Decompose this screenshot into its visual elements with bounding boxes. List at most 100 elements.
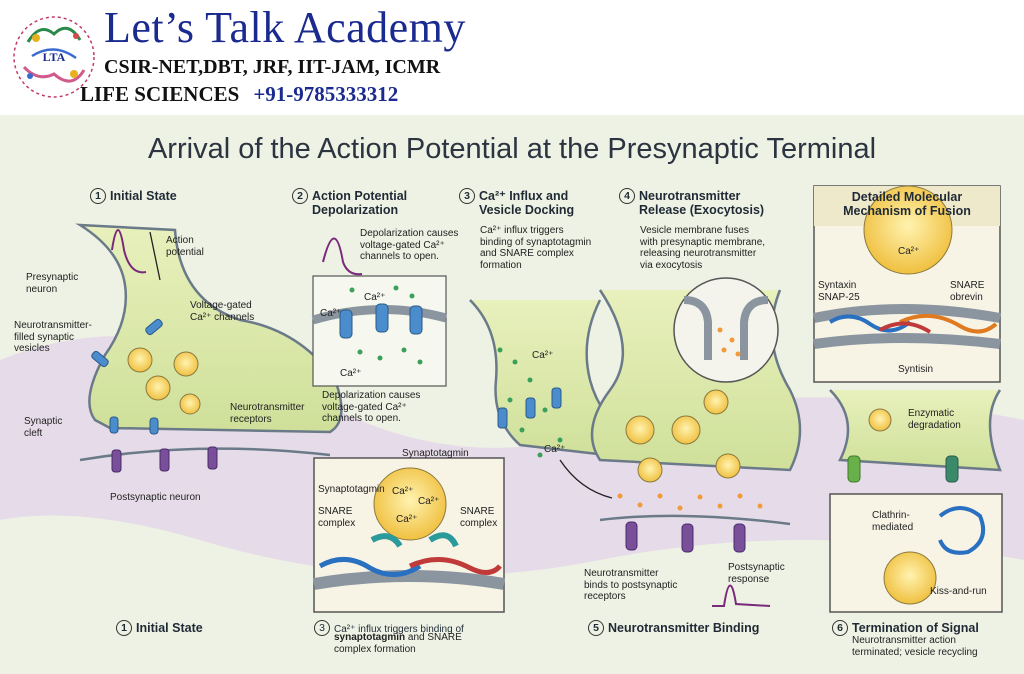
p3-4: formation [480, 259, 522, 271]
step3-heading: 3 Ca²⁺ Influx and [459, 188, 568, 204]
snare-synaptotagmin-top: Synaptotagmin [402, 448, 469, 459]
panel3-channels [497, 387, 562, 429]
step3b-caption-d: complex formation [334, 644, 416, 655]
panel2-ion-1: Ca²⁺ [320, 308, 342, 319]
step1-number: 1 [90, 188, 106, 204]
step3b-caption-bold: synaptotagmin [334, 632, 406, 643]
brand-title: Let’s Talk Academy [104, 3, 466, 52]
p6-cla-1: Clathrin- [872, 510, 910, 521]
label-vg-1: Voltage-gated [190, 300, 252, 311]
p5-binds-2: binds to postsynaptic [584, 579, 678, 591]
fusion-pore [683, 296, 769, 360]
panel2-channels [339, 303, 423, 339]
postsynaptic-response-trace [712, 584, 771, 607]
panel6-kiss-run: Kiss-and-run [930, 586, 987, 597]
step6-label: Termination of Signal [852, 621, 979, 635]
label-ves-2: filled synaptic [14, 331, 75, 343]
fusion-membrane-top [812, 304, 1001, 323]
p2-bot-3: channels to open. [322, 413, 401, 424]
step4-label-a: Neurotransmitter [639, 189, 741, 203]
p6-cla-2: mediated [872, 521, 914, 533]
snare-left-2: complex [318, 517, 356, 529]
label-vg-2: Ca²⁺ channels [190, 311, 255, 323]
header-band [0, 0, 1024, 115]
fusion-syntaxin-1: Syntaxin [818, 280, 857, 291]
p3-2: binding of synaptotagmin [480, 236, 592, 248]
step6-number: 6 [832, 620, 848, 636]
panel3-ions [497, 347, 563, 458]
p5-resp-2: response [728, 573, 770, 585]
step5-heading: 5 Neurotransmitter Binding [588, 620, 759, 636]
label-pre-2: neuron [26, 283, 58, 295]
step3b-caption-line2: synaptotagmin and SNARE [334, 632, 462, 644]
ca-channels-1 [91, 318, 163, 435]
step5-label: Neurotransmitter Binding [608, 621, 760, 635]
snare-ion-1: Ca²⁺ [392, 486, 414, 497]
postsynaptic-membrane-5 [599, 514, 791, 526]
ap-arrow-1 [149, 231, 161, 281]
flow-arrow [559, 459, 613, 499]
snare-inset-red [408, 556, 502, 575]
snare-synaptotagmin-left: Synaptotagmin [318, 484, 385, 495]
snare-vesicle [373, 467, 447, 541]
step2-label-a: Action Potential [312, 189, 408, 203]
fusion-snare-1: SNARE [950, 280, 985, 291]
neurotransmitter-dots-5 [617, 493, 763, 511]
fusion-membrane-bottom [813, 333, 1001, 349]
step3b-caption-c: and SNARE [405, 632, 462, 643]
step3-number: 3 [459, 188, 475, 204]
fusion-vesicle [863, 185, 953, 275]
vesicles-1 [127, 347, 201, 415]
presynaptic-neuron-6 [829, 389, 1002, 472]
step3-label-a: Ca²⁺ Influx and [479, 189, 569, 203]
label-cleft-1: Synaptic [24, 416, 63, 427]
receptors-5 [625, 521, 746, 553]
step1-heading: 1 Initial State [90, 188, 177, 204]
diagram-title: Arrival of the Action Potential at the P… [147, 133, 877, 165]
step1-label: Initial State [110, 189, 177, 203]
snare-ion-3: Ca²⁺ [396, 514, 418, 525]
fusion-title-a: Detailed Molecular [851, 190, 963, 204]
label-rec-2: receptors [230, 413, 272, 425]
panel3-ion-2: Ca²⁺ [544, 444, 566, 455]
snare-membrane [313, 570, 506, 590]
brand-phone: +91-9785333312 [253, 82, 399, 106]
step5-number: 5 [588, 620, 604, 636]
p2-top-3: channels to open. [360, 251, 439, 262]
fusion-syntaxin-2: SNAP-25 [818, 291, 860, 303]
label-pre-1: Presynaptic [26, 272, 79, 283]
p4-2: with presynaptic membrane, [640, 236, 766, 248]
snare-inset-blue [318, 557, 422, 577]
p5-binds-1: Neurotransmitter [584, 568, 659, 579]
label-ves-1: Neurotransmitter- [14, 320, 92, 331]
step6-heading: 6 Termination of Signal [832, 620, 979, 636]
magnifier-dots [717, 327, 741, 357]
p2-bot-2: voltage-gated Ca²⁺ [322, 401, 407, 413]
step3b-number: 3 [314, 620, 330, 636]
postsynaptic-membrane-1 [79, 447, 331, 462]
brand-line: LIFE SCIENCES+91-9785333312 [80, 82, 398, 107]
kiss-run-vesicle [883, 551, 937, 605]
clathrin-coat [938, 506, 985, 555]
panel2-ions [349, 285, 423, 365]
p5-resp-1: Postsynaptic [728, 562, 785, 573]
p2-top-1: Depolarization causes [360, 228, 459, 239]
step6-caption-a: Neurotransmitter action [852, 635, 956, 646]
step3-label-b: Vesicle Docking [479, 203, 575, 217]
vesicles-4 [625, 389, 741, 483]
label-ap-2: potential [166, 246, 204, 258]
